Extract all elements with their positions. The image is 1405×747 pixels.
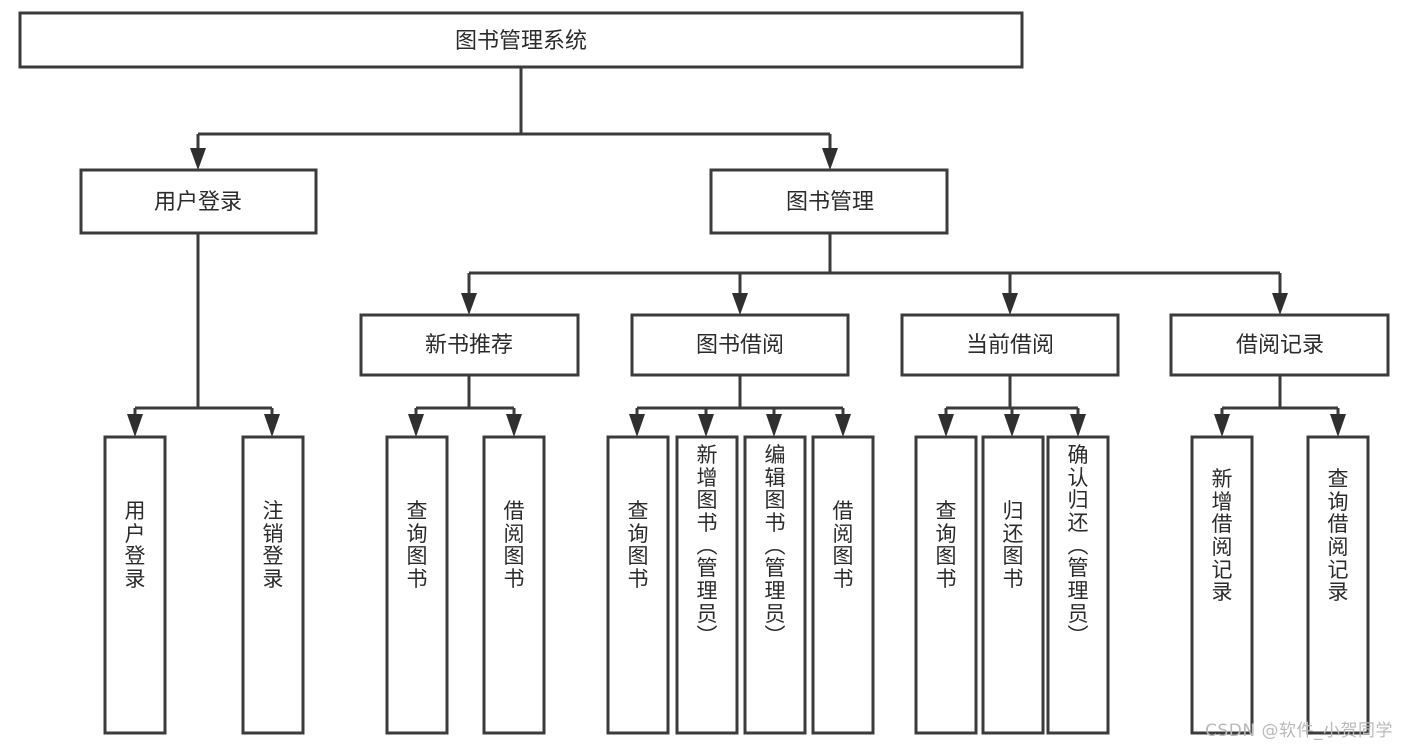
node-box-borrow-record[interactable] <box>1169 313 1390 377</box>
node-box-leaf-edit-book[interactable] <box>743 435 807 735</box>
connector-group-current-borrow-leaves <box>938 375 1086 437</box>
node-box-leaf-borrow-book-2[interactable] <box>811 435 875 735</box>
connector-group-new-book-leaves <box>408 375 522 437</box>
node-box-leaf-logout-login[interactable] <box>241 435 305 735</box>
connector-group-borrow-record-leaves <box>1214 375 1346 437</box>
connector-group-book-borrow-leaves <box>629 375 851 437</box>
label-book-manage: 图书管理 <box>786 190 874 215</box>
label-current-borrow: 当前借阅 <box>966 333 1054 358</box>
arrow-head-new-book-recommend <box>461 293 477 315</box>
node-box-leaf-query-book-2[interactable] <box>606 435 670 735</box>
node-box-book-manage[interactable] <box>709 168 949 235</box>
arrow-head-current-borrow <box>1002 293 1018 315</box>
arrow-head-leaf-query-book-3 <box>938 414 954 437</box>
node-box-leaf-query-book-1[interactable] <box>385 435 449 735</box>
label-book-borrow: 图书借阅 <box>696 333 784 358</box>
node-box-leaf-borrow-book-1[interactable] <box>482 435 546 735</box>
node-box-user-login[interactable] <box>79 168 318 235</box>
arrow-head-leaf-add-book <box>698 414 714 437</box>
node-box-leaf-query-record[interactable] <box>1306 435 1370 735</box>
arrow-head-leaf-query-book-2 <box>629 414 645 437</box>
arrow-head-leaf-edit-book <box>766 414 782 437</box>
node-box-leaf-user-login[interactable] <box>103 435 167 735</box>
arrow-head-leaf-query-record <box>1330 414 1346 437</box>
node-box-current-borrow[interactable] <box>900 313 1120 377</box>
arrow-head-book-manage <box>822 148 838 170</box>
arrow-head-leaf-query-book-1 <box>408 414 424 437</box>
arrow-head-leaf-return-book <box>1004 414 1020 437</box>
node-box-leaf-query-book-3[interactable] <box>914 435 978 735</box>
connector-group-user-login-leaves <box>127 233 280 437</box>
label-root: 图书管理系统 <box>455 29 587 54</box>
node-box-leaf-return-book[interactable] <box>981 435 1045 735</box>
node-box-new-book-recommend[interactable] <box>359 313 580 377</box>
node-box-leaf-confirm-return[interactable] <box>1046 435 1110 735</box>
arrow-head-leaf-logout-login <box>264 414 280 437</box>
arrow-head-leaf-add-record <box>1214 414 1230 437</box>
node-box-book-borrow[interactable] <box>630 313 850 377</box>
label-borrow-record: 借阅记录 <box>1236 333 1324 358</box>
arrow-head-leaf-borrow-book-1 <box>506 414 522 437</box>
label-new-book-recommend: 新书推荐 <box>425 333 513 358</box>
node-box-leaf-add-record[interactable] <box>1190 435 1254 735</box>
connector-group-book-manage <box>461 233 1288 315</box>
arrow-head-book-borrow <box>732 293 748 315</box>
arrow-head-user-login <box>190 148 206 170</box>
connector-group-root <box>190 67 838 170</box>
arrow-head-leaf-confirm-return <box>1070 414 1086 437</box>
arrow-head-leaf-user-login <box>127 414 143 437</box>
node-box-leaf-add-book[interactable] <box>675 435 739 735</box>
node-box-root[interactable] <box>18 11 1024 69</box>
arrow-head-leaf-borrow-book-2 <box>835 414 851 437</box>
label-user-login: 用户登录 <box>154 190 242 215</box>
arrow-head-borrow-record <box>1272 293 1288 315</box>
